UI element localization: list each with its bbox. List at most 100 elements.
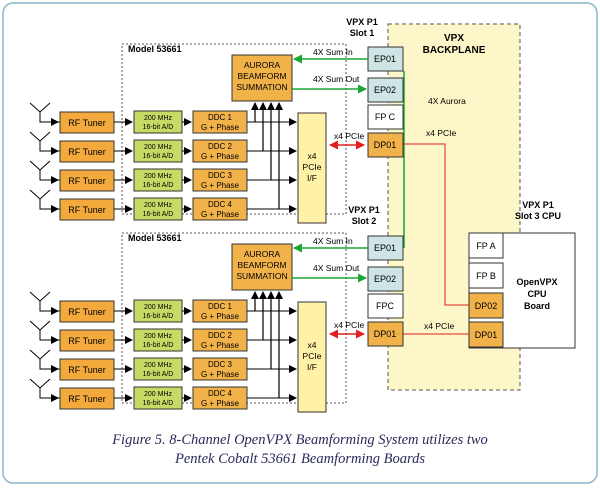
board1-rf-tuner-label: RF Tuner xyxy=(68,205,106,215)
board2-beamform-label: AURORA xyxy=(244,249,281,259)
figure-caption-2: Pentek Cobalt 53661 Beamforming Boards xyxy=(175,451,425,467)
board1-port-2 xyxy=(367,104,404,130)
board2-adc-label: 16-bit A/D xyxy=(143,342,174,349)
board2-rf-tuner-label: RF Tuner xyxy=(68,336,106,346)
board1-ddc-label: G + Phase xyxy=(201,181,240,190)
board1-sum-out-label: 4X Sum Out xyxy=(313,74,360,84)
board2-port-label: EP02 xyxy=(374,274,396,284)
board2-ddc-label: DDC 2 xyxy=(208,331,233,340)
board2-sum-out-label: 4X Sum Out xyxy=(313,263,360,273)
board1-rf-tuner-label: RF Tuner xyxy=(68,147,106,157)
board1-port-label: EP02 xyxy=(374,85,396,95)
slot1-title-2: Slot 1 xyxy=(350,28,375,38)
pcie-link-slot1-label: x4 PCIe xyxy=(426,128,457,138)
board1-adc-label: 16-bit A/D xyxy=(143,211,174,218)
board2-adc-label: 200 MHz xyxy=(144,362,173,369)
board2-ddc-label: DDC 3 xyxy=(208,360,233,369)
board1-beamform-label: SUMMATION xyxy=(236,82,287,92)
board1-rf-tuner-label: RF Tuner xyxy=(68,118,106,128)
board2-adc-label: 200 MHz xyxy=(144,333,173,340)
board2-beamform-label: SUMMATION xyxy=(236,271,287,281)
cpu-port-fpb-label: FP B xyxy=(476,271,496,281)
board2-ddc-label: G + Phase xyxy=(201,341,240,350)
board2-rf-tuner-label: RF Tuner xyxy=(68,365,106,375)
pcie-link-slot2-label: x4 PCIe xyxy=(424,321,455,331)
board1-ddc-label: DDC 4 xyxy=(208,200,233,209)
board2-adc-label: 200 MHz xyxy=(144,304,173,311)
cpu-port-fpa-label: FP A xyxy=(476,241,495,251)
slot3-title: VPX P1 xyxy=(522,200,554,210)
slot1-title: VPX P1 xyxy=(346,17,378,27)
cpu-board-label-3: Board xyxy=(524,301,550,311)
cpu-board-label: OpenVPX xyxy=(516,277,557,287)
board1-pcie-label: x4 xyxy=(308,151,317,161)
board1-ddc-label: DDC 2 xyxy=(208,142,233,151)
board1-pcie-label: I/F xyxy=(307,173,317,183)
aurora-link-label: 4X Aurora xyxy=(428,96,466,106)
board1-model-label: Model 53661 xyxy=(128,44,182,54)
board2-beamform-label: BEAMFORM xyxy=(237,260,286,270)
board2-pcie-label: I/F xyxy=(307,362,317,372)
board1-port-3 xyxy=(367,132,404,158)
board2-port-3 xyxy=(367,321,404,347)
slot2-title-2: Slot 2 xyxy=(352,216,377,226)
board2-ddc-label: G + Phase xyxy=(201,312,240,321)
board2-port-1 xyxy=(367,266,404,292)
backplane-label: VPX xyxy=(444,33,464,44)
board2-sum-in-label: 4X Sum In xyxy=(313,236,353,246)
slot2-title: VPX P1 xyxy=(348,205,380,215)
board1-adc-label: 200 MHz xyxy=(144,202,173,209)
pcie-link-slot1 xyxy=(403,143,469,306)
board2-model-label: Model 53661 xyxy=(128,233,182,243)
board1-port-1 xyxy=(367,77,404,103)
board1-pcie-interface xyxy=(297,112,327,224)
cpu-port-fpb xyxy=(468,262,504,289)
board1-adc-label: 200 MHz xyxy=(144,144,173,151)
board1-port-label: EP01 xyxy=(374,54,396,64)
board2-ddc-label: G + Phase xyxy=(201,399,240,408)
board1-adc-label: 16-bit A/D xyxy=(143,153,174,160)
board1-adc-label: 200 MHz xyxy=(144,173,173,180)
board2-port-label: EP01 xyxy=(374,243,396,253)
cpu-board-label-2: CPU xyxy=(527,289,546,299)
board2-rf-tuner-label: RF Tuner xyxy=(68,394,106,404)
cpu-port-dp02-label: DP02 xyxy=(475,301,498,311)
board2-pcie-label: PCIe xyxy=(303,351,322,361)
board2-port-0 xyxy=(367,235,404,261)
board2-pcie-link-label: x4 PCIe xyxy=(334,320,365,330)
board1-sum-in-label: 4X Sum In xyxy=(313,47,353,57)
board1-adc-label: 16-bit A/D xyxy=(143,124,174,131)
board2-rf-tuner-label: RF Tuner xyxy=(68,307,106,317)
cpu-port-dp01 xyxy=(468,321,504,348)
board2-ddc-label: G + Phase xyxy=(201,370,240,379)
board2-adc-label: 200 MHz xyxy=(144,391,173,398)
board1-ddc-label: G + Phase xyxy=(201,152,240,161)
board2-pcie-label: x4 xyxy=(308,340,317,350)
board2-adc-label: 16-bit A/D xyxy=(143,313,174,320)
slot3-title-2: Slot 3 CPU xyxy=(515,211,561,221)
board1-ddc-label: G + Phase xyxy=(201,210,240,219)
board1-pcie-label: PCIe xyxy=(303,162,322,172)
board1-beamform-label: AURORA xyxy=(244,60,281,70)
board2-ddc-label: DDC 4 xyxy=(208,389,233,398)
board2-adc-label: 16-bit A/D xyxy=(143,400,174,407)
board1-ddc-label: DDC 3 xyxy=(208,171,233,180)
board1-beamform-summation xyxy=(231,54,293,102)
cpu-port-dp01-label: DP01 xyxy=(475,330,498,340)
board2-adc-label: 16-bit A/D xyxy=(143,371,174,378)
board2-beamform-summation xyxy=(231,243,293,291)
board1-port-label: DP01 xyxy=(374,140,397,150)
backplane-label-2: BACKPLANE xyxy=(423,45,486,56)
board1-adc-label: 16-bit A/D xyxy=(143,182,174,189)
board2-ddc-label: DDC 1 xyxy=(208,302,233,311)
cpu-port-fpa xyxy=(468,232,504,259)
board1-pcie-link-label: x4 PCIe xyxy=(334,131,365,141)
board2-pcie-interface xyxy=(297,301,327,413)
board1-adc-label: 200 MHz xyxy=(144,115,173,122)
board1-beamform-label: BEAMFORM xyxy=(237,71,286,81)
board1-rf-tuner-label: RF Tuner xyxy=(68,176,106,186)
board2-port-label: FPC xyxy=(376,301,395,311)
board1-port-label: FP C xyxy=(375,112,396,122)
